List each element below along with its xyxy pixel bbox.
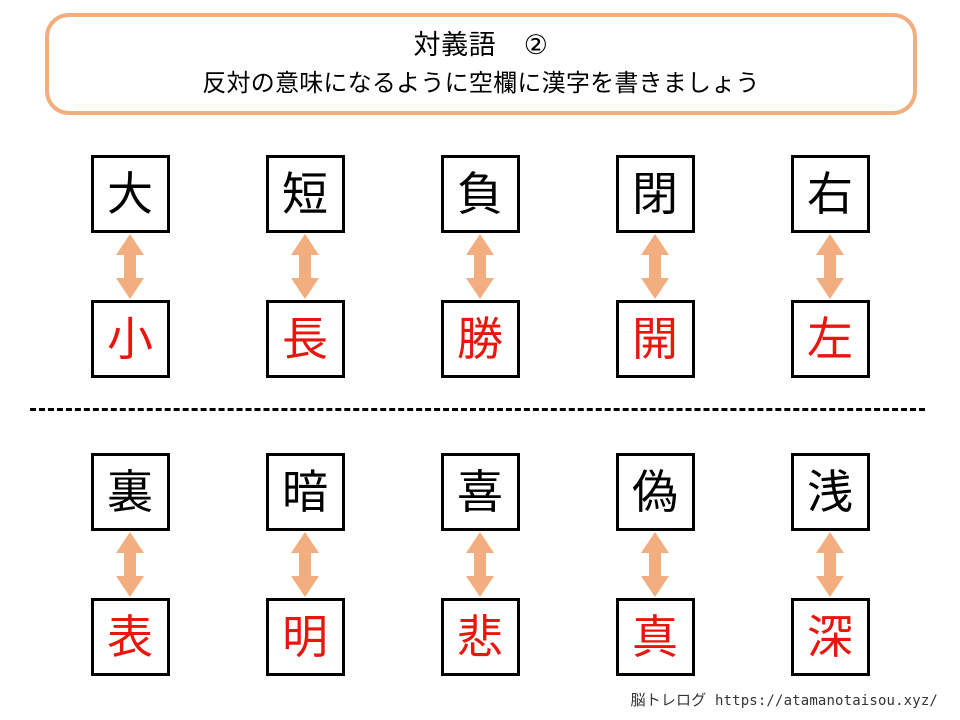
prompt-kanji-box: 大: [90, 155, 170, 233]
footer: 脳トレログ https://atamanotaisou.xyz/: [622, 672, 938, 710]
site-name: 脳トレログ: [630, 692, 707, 709]
double-arrow-vertical-icon: [815, 531, 845, 598]
kanji-pair: 偽真: [568, 453, 743, 676]
page-subtitle: 反対の意味になるように空欄に漢字を書きましょう: [202, 70, 760, 98]
kanji-pair: 閉開: [568, 155, 743, 378]
kanji-pair: 負勝: [393, 155, 568, 378]
section-divider: [30, 408, 925, 411]
double-arrow-vertical-icon: [290, 531, 320, 598]
site-url[interactable]: https://atamanotaisou.xyz/: [714, 693, 938, 709]
answer-kanji-box[interactable]: 勝: [440, 300, 520, 378]
kanji-pair: 喜悲: [393, 453, 568, 676]
page-title: 対義語 ②: [413, 29, 549, 60]
header-banner: 対義語 ② 反対の意味になるように空欄に漢字を書きましょう: [45, 13, 917, 115]
prompt-kanji-box: 短: [265, 155, 345, 233]
double-arrow-vertical-icon: [465, 233, 495, 300]
double-arrow-vertical-icon: [115, 531, 145, 598]
prompt-kanji-box: 偽: [615, 453, 695, 531]
answer-kanji-box[interactable]: 長: [265, 300, 345, 378]
answer-kanji-box[interactable]: 小: [90, 300, 170, 378]
answer-kanji-box[interactable]: 悲: [440, 598, 520, 676]
answer-kanji-box[interactable]: 明: [265, 598, 345, 676]
answer-kanji-box[interactable]: 真: [615, 598, 695, 676]
prompt-kanji-box: 暗: [265, 453, 345, 531]
kanji-pair: 短長: [218, 155, 393, 378]
prompt-kanji-box: 裏: [90, 453, 170, 531]
kanji-pair: 裏表: [43, 453, 218, 676]
double-arrow-vertical-icon: [640, 233, 670, 300]
answer-kanji-box[interactable]: 表: [90, 598, 170, 676]
answer-kanji-box[interactable]: 開: [615, 300, 695, 378]
double-arrow-vertical-icon: [115, 233, 145, 300]
kanji-pair: 右左: [743, 155, 918, 378]
double-arrow-vertical-icon: [815, 233, 845, 300]
prompt-kanji-box: 浅: [790, 453, 870, 531]
pair-row-1: 大小短長負勝閉開右左: [0, 155, 960, 378]
answer-kanji-box[interactable]: 深: [790, 598, 870, 676]
prompt-kanji-box: 喜: [440, 453, 520, 531]
prompt-kanji-box: 負: [440, 155, 520, 233]
kanji-pair: 暗明: [218, 453, 393, 676]
double-arrow-vertical-icon: [465, 531, 495, 598]
double-arrow-vertical-icon: [290, 233, 320, 300]
answer-kanji-box[interactable]: 左: [790, 300, 870, 378]
prompt-kanji-box: 右: [790, 155, 870, 233]
kanji-pair: 大小: [43, 155, 218, 378]
prompt-kanji-box: 閉: [615, 155, 695, 233]
double-arrow-vertical-icon: [640, 531, 670, 598]
kanji-pair: 浅深: [743, 453, 918, 676]
pair-row-2: 裏表暗明喜悲偽真浅深: [0, 453, 960, 676]
